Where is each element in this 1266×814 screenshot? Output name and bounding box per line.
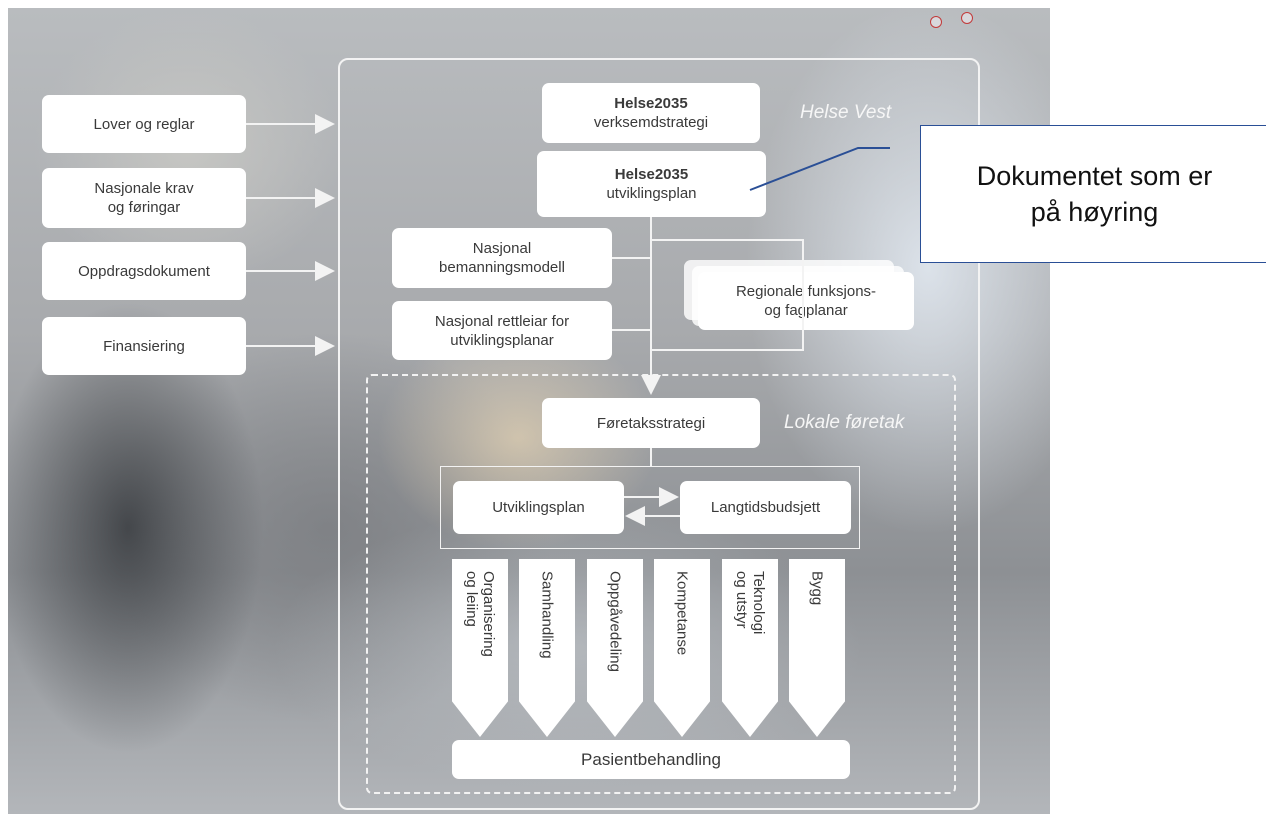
input-financing-box: Finansiering <box>42 317 246 375</box>
development-plan-box: Utviklingsplan <box>453 481 624 534</box>
theme-chevron-task-sharing: Oppgåvedeling <box>587 559 643 737</box>
consultation-callout: Dokumentet som er på høyring <box>920 125 1266 263</box>
development-plan-label: Utviklingsplan <box>492 499 585 516</box>
theme-technology-label: Teknologi og utstyr <box>733 571 767 635</box>
national-staffing-line-1: Nasjonal <box>472 240 532 257</box>
helse2035-development-plan-box: Helse2035 utviklingsplan <box>537 151 766 217</box>
theme-chevron-collaboration: Samhandling <box>519 559 575 737</box>
helse2035-plan-subtitle: utviklingsplan <box>606 185 697 202</box>
national-staffing-line-2: bemanningsmodell <box>439 259 565 276</box>
callout-pointer-line <box>749 147 890 191</box>
regional-plans-line-1: Regionale funksjons- <box>735 283 877 300</box>
national-guide-line-2: utviklingsplanar <box>450 331 554 349</box>
long-term-budget-label: Langtidsbudsjett <box>710 499 821 516</box>
helse-vest-frame <box>338 58 980 810</box>
badge-icon <box>961 12 973 24</box>
local-enterprises-label: Lokale føretak <box>784 412 905 433</box>
theme-chevron-organisation: Organisering og leiing <box>452 559 508 737</box>
long-term-budget-box: Langtidsbudsjett <box>680 481 851 534</box>
helse-vest-label: Helse Vest <box>800 102 892 123</box>
national-staffing-model-box: Nasjonal bemanningsmodell <box>392 228 612 288</box>
local-enterprises-frame <box>366 374 956 794</box>
plan-budget-frame <box>440 466 860 549</box>
input-laws-box: Lover og reglar <box>42 95 246 153</box>
theme-chevron-buildings: Bygg <box>789 559 845 737</box>
theme-collaboration-label: Samhandling <box>538 571 556 659</box>
theme-chevron-competence: Kompetanse <box>654 559 710 737</box>
helse2035-plan-title: Helse2035 <box>614 166 689 183</box>
input-national-requirements-line-1: Nasjonale krav <box>94 180 194 197</box>
input-assignment-document-label: Oppdragsdokument <box>78 262 210 280</box>
patient-treatment-box: Pasientbehandling <box>452 740 850 779</box>
helse2035-strategy-box: Helse2035 verksemdstrategi <box>542 83 760 143</box>
callout-line-2: på høyring <box>1030 197 1159 227</box>
input-national-requirements-box: Nasjonale krav og føringar <box>42 168 246 228</box>
callout-line-1: Dokumentet som er <box>976 161 1213 191</box>
link-regional <box>651 239 804 351</box>
theme-task-sharing-label: Oppgåvedeling <box>606 571 624 672</box>
regional-plans-box: Regionale funksjons- og fagplanar <box>698 272 914 330</box>
input-assignment-document-box: Oppdragsdokument <box>42 242 246 300</box>
enterprise-strategy-label: Føretaksstrategi <box>596 414 706 432</box>
theme-chevron-technology: Teknologi og utstyr <box>722 559 778 737</box>
input-financing-label: Finansiering <box>103 337 185 355</box>
helse2035-strategy-title: Helse2035 <box>614 95 688 112</box>
theme-organisation-label: Organisering og leiing <box>463 571 497 657</box>
national-guide-line-1: Nasjonal rettleiar for <box>434 312 570 330</box>
regional-plans-line-2: og fagplanar <box>764 302 848 319</box>
theme-buildings-label: Bygg <box>808 571 826 606</box>
national-guide-box: Nasjonal rettleiar for utviklingsplanar <box>392 301 612 360</box>
input-laws-label: Lover og reglar <box>93 115 195 133</box>
input-national-requirements-line-2: og føringar <box>107 199 181 216</box>
theme-competence-label: Kompetanse <box>673 571 691 656</box>
enterprise-strategy-box: Føretaksstrategi <box>542 398 760 448</box>
patient-treatment-label: Pasientbehandling <box>581 750 721 769</box>
helse2035-strategy-subtitle: verksemdstrategi <box>593 114 709 131</box>
badge-icon <box>930 16 942 28</box>
